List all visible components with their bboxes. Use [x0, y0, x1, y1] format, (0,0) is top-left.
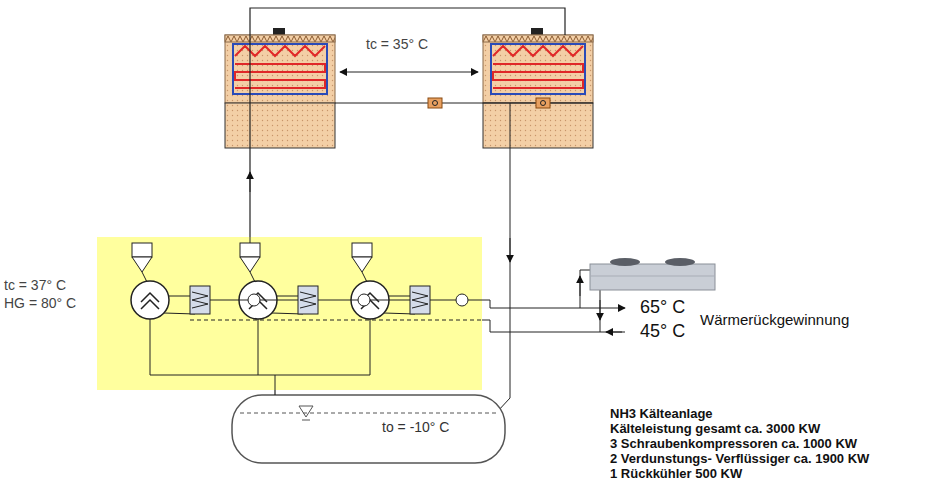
node-text: tc = 37° C — [4, 277, 66, 293]
note-line: NH3 Kälteanlage — [610, 407, 713, 422]
temperature-label: tc = 35° C — [366, 36, 428, 52]
circuit-label: Wärmerückgewinnung — [700, 311, 849, 328]
note-line: 1 Rückkühler 500 KW — [610, 467, 742, 482]
receiver-tank: to = -10° C — [232, 395, 505, 463]
temperature-label: 65° C — [640, 297, 685, 318]
note-line: Kälteleistung gesamt ca. 3000 KW — [610, 422, 820, 437]
compressor-band: tc = 37° C HG = 80° C — [0, 237, 482, 390]
note-line: 3 Schraubenkompressoren ca. 1000 KW — [610, 437, 857, 452]
note-line: 2 Verdunstungs- Verflüssiger ca. 1900 KW — [610, 452, 869, 467]
suction-line — [274, 390, 275, 395]
temperature-label: 45° C — [640, 321, 685, 342]
node-text: to = -10° C — [382, 419, 449, 435]
node-text: HG = 80° C — [4, 295, 76, 311]
